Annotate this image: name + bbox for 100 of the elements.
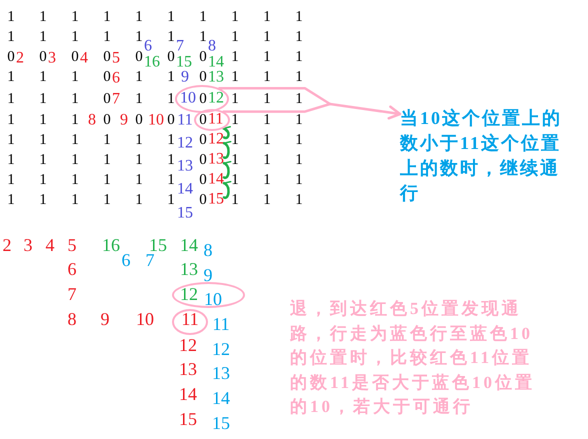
grid-digit: 1 [7,114,15,126]
step-number: 14 [208,174,224,186]
grid-digit: 1 [71,31,79,43]
step-number: 12 [208,134,224,146]
step-number: 8 [68,312,76,326]
grid-digit: 1 [39,71,47,83]
step-number: 7 [176,40,184,54]
step-number: 2 [2,238,12,252]
grid-digit: 0 [167,51,175,63]
highlight-ellipse [172,282,245,308]
step-number: 12 [179,338,197,352]
step-number: 10 [180,92,196,106]
grid-digit: 1 [7,134,15,146]
grid-digit: 0 [103,114,111,126]
grid-digit: 1 [103,154,111,166]
step-number: 12 [208,92,224,106]
step-number: 9 [181,72,189,84]
grid-digit: 1 [71,134,79,146]
grid-digit: 1 [7,194,15,206]
grid-digit: 0 [7,51,15,63]
step-number: 16 [144,56,160,70]
grid-digit: 1 [263,194,271,206]
grid-digit: 1 [167,134,175,146]
grid-digit: 1 [167,154,175,166]
step-number: 6 [68,262,76,276]
grid-digit: 0 [199,71,207,83]
grid-digit: 1 [135,154,143,166]
grid-digit: 0 [135,51,143,63]
annotation-text: 当10这个位置上的数小于11这个位置上的数时，继续通行 [400,106,570,206]
leader-line [222,102,332,113]
grid-digit: 0 [199,134,207,146]
step-number: 3 [24,238,32,252]
grid-digit: 1 [103,174,111,186]
grid-digit: 1 [231,194,239,206]
curved-arrow [222,126,232,140]
step-number: 12 [177,138,193,150]
grid-digit: 1 [71,174,79,186]
grid-digit: 1 [263,154,271,166]
grid-digit: 0 [199,51,207,63]
step-number: 11 [208,114,224,126]
step-number: 13 [208,72,224,84]
grid-digit: 1 [295,154,303,166]
step-number: 10 [148,114,164,128]
step-number: 15 [149,238,167,252]
grid-digit: 0 [199,194,207,206]
grid-digit: 1 [231,71,239,83]
grid-digit: 1 [39,154,47,166]
step-number: 13 [179,362,197,376]
grid-digit: 1 [39,31,47,43]
grid-digit: 1 [167,174,175,186]
grid-digit: 1 [135,134,143,146]
grid-digit: 1 [295,194,303,206]
grid-digit: 1 [295,134,303,146]
grid-digit: 1 [39,194,47,206]
step-number: 13 [177,160,193,174]
grid-digit: 1 [263,51,271,63]
step-number: 12 [180,286,198,302]
step-number: 6 [144,40,152,54]
grid-digit: 1 [71,71,79,83]
step-number: 14 [177,184,193,196]
step-number: 9 [100,312,110,326]
grid-digit: 1 [263,114,271,126]
grid-digit: 1 [71,194,79,206]
grid-digit: 1 [7,11,15,23]
grid-digit: 1 [231,114,239,126]
step-number: 10 [136,312,154,326]
grid-digit: 1 [71,11,79,23]
curved-arrow [222,182,232,200]
step-number: 9 [204,268,212,282]
step-number: 13 [208,154,224,166]
grid-digit: 1 [167,93,175,105]
curved-arrow [222,162,232,180]
step-number: 11 [177,114,193,128]
step-number: 12 [212,342,230,356]
grid-digit: 1 [7,31,15,43]
grid-digit: 1 [7,71,15,83]
grid-digit: 1 [135,93,143,105]
step-number: 15 [177,208,193,220]
grid-digit: 1 [103,134,111,146]
step-number: 15 [176,56,192,70]
grid-digit: 1 [263,93,271,105]
grid-digit: 1 [103,31,111,43]
grid-digit: 0 [199,114,207,126]
step-number: 5 [68,238,76,252]
step-number: 10 [204,292,222,306]
grid-digit: 1 [263,31,271,43]
step-number: 14 [179,386,197,402]
step-number: 6 [112,72,120,86]
step-number: 15 [212,416,230,430]
step-number: 2 [16,52,24,66]
grid-digit: 1 [71,154,79,166]
grid-digit: 0 [103,51,111,63]
step-number: 7 [112,94,120,106]
grid-digit: 1 [295,71,303,83]
grid-digit: 1 [39,93,47,105]
step-number: 14 [212,390,230,406]
step-number: 15 [208,194,224,206]
curved-arrow [222,142,232,160]
step-number: 4 [80,52,88,66]
grid-digit: 1 [7,93,15,105]
